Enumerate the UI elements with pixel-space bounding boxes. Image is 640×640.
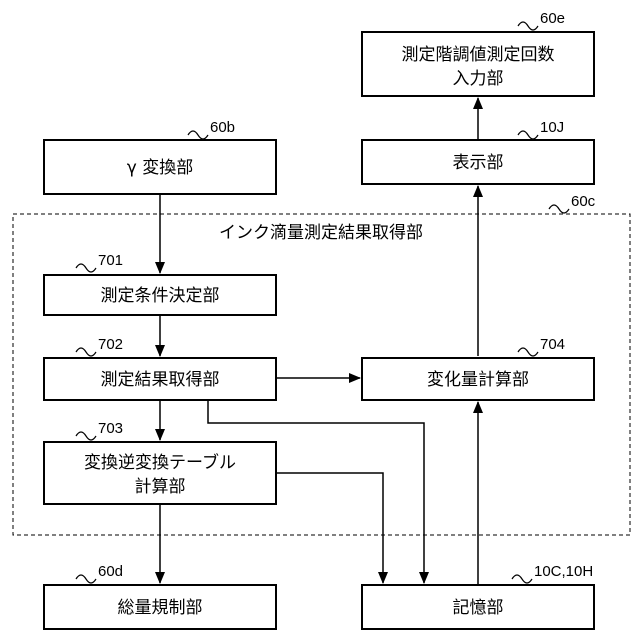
limit-unit-ref-leader [76, 575, 96, 583]
display-unit-label: 表示部 [453, 153, 504, 173]
input-unit-ref: 60e [540, 10, 565, 27]
gamma-unit-ref-leader [188, 131, 208, 139]
table-unit-label-1: 変換逆変換テーブル [84, 452, 236, 473]
condition-unit-ref: 701 [98, 252, 123, 269]
input-unit-ref-leader [518, 22, 538, 30]
group-ref: 60c [571, 193, 596, 210]
gamma-unit-label: γ 変換部 [127, 158, 193, 178]
change-unit-label: 変化量計算部 [427, 370, 529, 390]
condition-unit-label: 測定条件決定部 [101, 286, 220, 306]
input-unit-label-1: 測定階調値測定回数 [402, 45, 555, 65]
memory-unit-label: 記憶部 [453, 598, 504, 618]
result-unit-label: 測定結果取得部 [101, 370, 220, 390]
result-unit-ref-leader [76, 348, 96, 356]
memory-unit-ref-leader [512, 575, 532, 583]
memory-unit-ref: 10C,10H [534, 563, 593, 580]
change-unit-ref: 704 [540, 336, 565, 353]
limit-unit-ref: 60d [98, 563, 123, 580]
table-unit-ref: 703 [98, 420, 123, 437]
condition-unit-ref-leader [76, 264, 96, 272]
table-unit-label-2: 計算部 [135, 477, 186, 497]
arrow-table-to-memory [276, 473, 383, 583]
limit-unit-label: 総量規制部 [118, 598, 203, 618]
group-ref-leader [549, 205, 569, 213]
display-unit-ref: 10J [540, 119, 564, 136]
gamma-unit-ref: 60b [210, 119, 235, 136]
table-unit-ref-leader [76, 432, 96, 440]
group-title: インク滴量測定結果取得部 [219, 223, 423, 243]
display-unit-ref-leader [518, 131, 538, 139]
change-unit-ref-leader [518, 348, 538, 356]
input-unit-label-2: 入力部 [453, 69, 504, 89]
result-unit-ref: 702 [98, 336, 123, 353]
